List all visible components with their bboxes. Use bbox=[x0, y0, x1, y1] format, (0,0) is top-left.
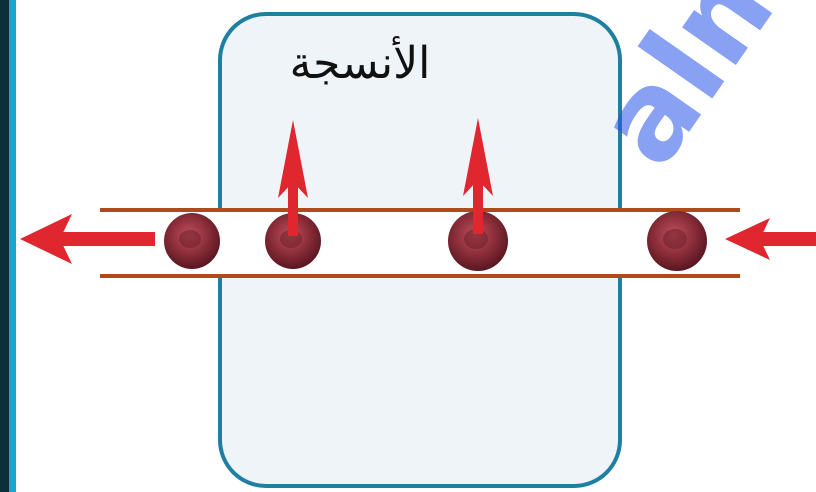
red-blood-cell bbox=[164, 213, 220, 269]
release-arrow bbox=[278, 120, 308, 236]
release-arrow bbox=[463, 118, 493, 234]
tissue-label: الأنسجة bbox=[289, 38, 431, 89]
left-border-dark bbox=[0, 0, 9, 492]
red-blood-cell bbox=[647, 211, 707, 271]
left-border-light bbox=[9, 0, 16, 492]
outgoing-flow-arrow bbox=[20, 214, 155, 264]
incoming-flow-arrow bbox=[725, 218, 816, 260]
